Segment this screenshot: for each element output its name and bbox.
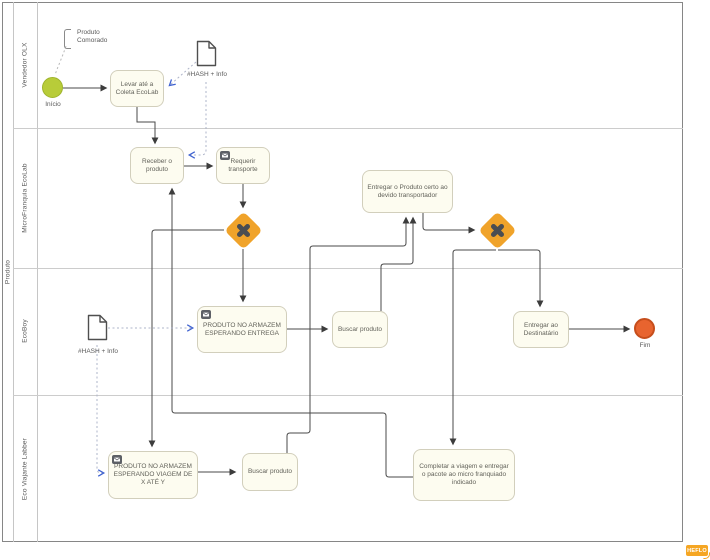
flow-gateway1-to-armazem-viagem [148, 229, 224, 448]
lane-divider-2 [13, 268, 683, 269]
task-buscar-produto-viajante[interactable]: Buscar produto [242, 453, 298, 491]
data-object-label: #HASH + Info [187, 71, 227, 78]
flow-buscar-viajante-to-entregar-certo [286, 216, 410, 453]
task-label: Levar até a Coleta EcoLab [115, 80, 159, 96]
flow-buscar-ecoboy-to-entregar-certo [380, 216, 417, 311]
x-icon [490, 223, 504, 237]
task-label: Buscar produto [247, 468, 293, 476]
lane-divider-3 [13, 395, 683, 396]
task-label: Receber o produto [142, 157, 172, 173]
start-event-inicio[interactable] [42, 77, 63, 98]
exclusive-gateway-1[interactable] [223, 210, 263, 250]
flow-completar-to-receber [168, 187, 413, 478]
message-doc2-to-armazem-viagem [96, 345, 106, 477]
task-requerir-transporte[interactable]: Requerir transporte [216, 147, 270, 184]
task-produto-armazem-esperando-entrega[interactable]: PRODUTO NO ARMAZEM ESPERANDO ENTREGA [197, 306, 287, 353]
message-icon [112, 455, 122, 464]
pool-border [2, 2, 683, 542]
flow-levar-to-receber [136, 107, 159, 145]
x-icon [236, 223, 250, 237]
task-buscar-produto-ecoboy[interactable]: Buscar produto [332, 311, 388, 348]
lane-divider-1 [13, 128, 683, 129]
exclusive-gateway-2[interactable] [477, 210, 517, 250]
data-object-hash-info-vendedor[interactable] [196, 40, 217, 72]
task-receber-o-produto[interactable]: Receber o produto [130, 147, 184, 184]
annotation-produto-comprado[interactable]: Produto Comorado [77, 29, 108, 45]
document-icon [196, 40, 217, 67]
heflo-watermark[interactable]: HEFLO [686, 545, 710, 559]
task-label: Buscar produto [337, 325, 383, 333]
task-label: Entregar ao Destinatário [523, 321, 559, 337]
data-object-hash-info-ecoboy[interactable] [87, 314, 108, 346]
pool-label-separator [13, 2, 14, 542]
task-entregar-ao-destinatario[interactable]: Entregar ao Destinatário [513, 311, 569, 348]
task-label: Completar a viagem e entregar o pacote a… [419, 463, 509, 486]
flow-gateway2-to-entregar-dest [498, 249, 544, 308]
flow-entregar-certo-to-gateway2 [422, 213, 476, 234]
data-object-label: #HASH + Info [78, 348, 118, 355]
flow-gateway2-to-completar [449, 249, 496, 446]
message-doc-to-levar [168, 61, 197, 87]
end-event-fim[interactable] [634, 318, 655, 339]
lane-label-separator [37, 2, 38, 542]
task-label: PRODUTO NO ARMAZEM ESPERANDO VIAGEM DE X… [113, 463, 193, 486]
task-label: Entregar o Produto certo ao devido trans… [367, 183, 448, 199]
message-icon [220, 151, 230, 160]
annotation-bracket [64, 29, 71, 49]
end-event-label: Fim [639, 342, 651, 349]
document-icon [87, 314, 108, 341]
task-label: Requerir transporte [228, 157, 258, 173]
task-label: PRODUTO NO ARMAZEM ESPERANDO ENTREGA [203, 321, 281, 337]
task-produto-armazem-esperando-viagem[interactable]: PRODUTO NO ARMAZEM ESPERANDO VIAGEM DE X… [108, 451, 198, 499]
task-entregar-produto-certo[interactable]: Entregar o Produto certo ao devido trans… [362, 170, 453, 213]
message-doc-to-receber [187, 82, 207, 159]
start-event-label: Início [45, 101, 61, 108]
association-annotation-inicio [54, 45, 67, 76]
task-levar-ate-coleta-ecolab[interactable]: Levar até a Coleta EcoLab [110, 70, 164, 107]
task-completar-viagem-entregar-pacote[interactable]: Completar a viagem e entregar o pacote a… [413, 449, 515, 501]
message-icon [201, 310, 211, 319]
